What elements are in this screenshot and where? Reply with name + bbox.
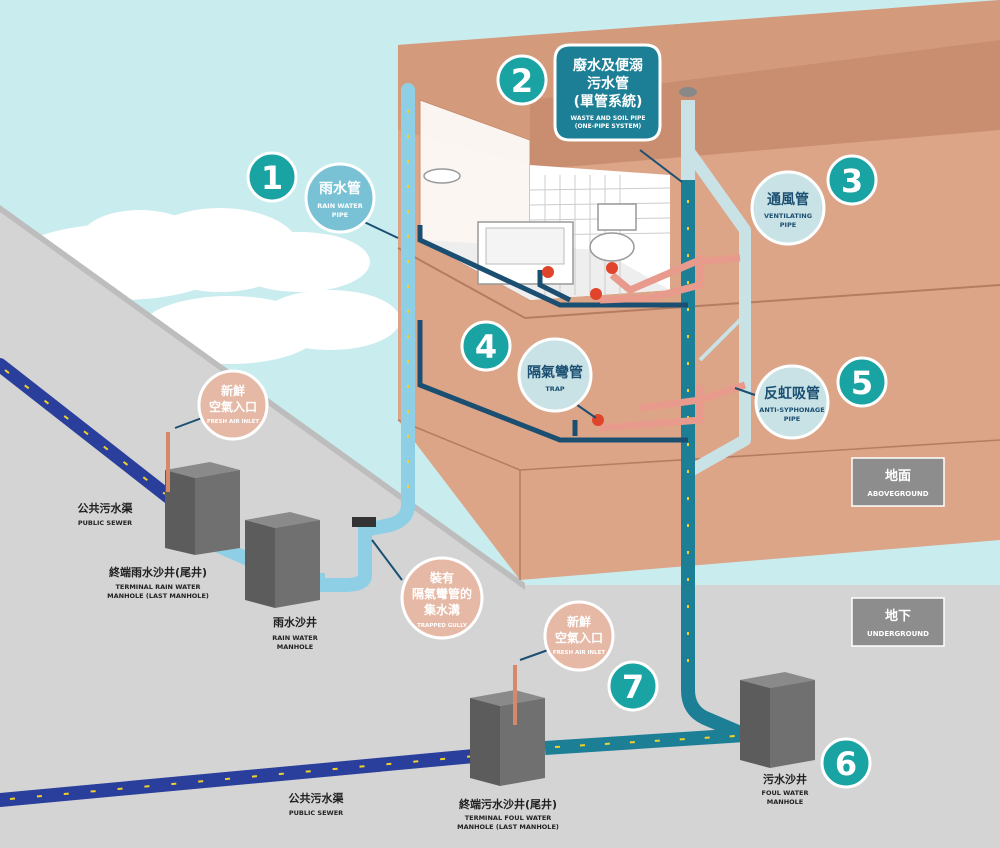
callout-6-en-1: FOUL WATER (762, 789, 809, 797)
callout-6-number: 6 (835, 745, 857, 783)
callout-5-anti-syphonage: 反虹吸管 ANTI-SYPHONAGE PIPE 5 (734, 356, 888, 440)
aboveground-en: ABOVEGROUND (867, 490, 928, 498)
sewer-left-en: PUBLIC SEWER (78, 519, 132, 527)
fresh-air-1-zh-2: 空氣入口 (209, 399, 257, 414)
terminal-rain-manhole (165, 462, 240, 555)
callout-2-waste-soil-pipe: 廢水及便溺 污水管 (單管系統) WASTE AND SOIL PIPE (ON… (496, 43, 683, 183)
public-sewer-left (0, 358, 177, 505)
public-sewer-bottom (0, 748, 492, 807)
callout-3-en-1: VENTILATING (764, 212, 812, 220)
fresh-air-2-en: FRESH AIR INLET (553, 650, 606, 656)
callout-1-en-2: PIPE (332, 211, 348, 219)
callout-2-zh-2: 污水管 (587, 75, 629, 92)
underground-zh: 地下 (885, 608, 911, 624)
callout-5-en-1: ANTI-SYPHONAGE (759, 406, 824, 414)
fresh-air-inlet-2: 新鮮 空氣入口 FRESH AIR INLET (519, 600, 615, 672)
callout-3-en-2: PIPE (780, 221, 796, 229)
callout-4-number: 4 (475, 328, 497, 366)
fresh-air-inlet-1: 新鮮 空氣入口 FRESH AIR INLET (174, 369, 269, 441)
foul-water-drain (544, 728, 746, 755)
fresh-air-2-zh-2: 空氣入口 (555, 630, 603, 645)
rain-manhole-en-2: MANHOLE (277, 643, 314, 651)
underground-box: 地下 UNDERGROUND (851, 597, 945, 647)
trapped-gully: 裝有 隔氣彎管的 集水溝 TRAPPED GULLY (371, 539, 484, 640)
terminal-rain-zh: 終端雨水沙井(尾井) (109, 565, 207, 579)
callout-2-zh-3: (單管系統) (574, 93, 643, 110)
sewer-left-zh: 公共污水渠 (78, 501, 134, 515)
callout-5-zh: 反虹吸管 (764, 385, 820, 402)
callout-7-en-1: TERMINAL FOUL WATER (465, 814, 552, 822)
callout-7-terminal-foul-manhole: 終端污水沙井(尾井) TERMINAL FOUL WATER MANHOLE (… (457, 660, 659, 831)
callout-3-ventilating-pipe: 通風管 VENTILATING PIPE 3 (750, 154, 878, 246)
terminal-rain-en-2: MANHOLE (LAST MANHOLE) (107, 592, 209, 600)
callout-4-zh: 隔氣彎管 (527, 364, 583, 381)
aboveground-zh: 地面 (885, 468, 911, 484)
sewer-bottom-en: PUBLIC SEWER (289, 809, 343, 817)
callout-5-number: 5 (851, 364, 873, 402)
callout-2-en-2: (ONE-PIPE SYSTEM) (575, 123, 642, 130)
callout-2-number: 2 (511, 62, 533, 100)
callout-5-en-2: PIPE (784, 415, 800, 423)
fresh-air-1-en: FRESH AIR INLET (207, 419, 260, 425)
callout-3-number: 3 (841, 162, 863, 200)
gully-zh-3: 集水溝 (423, 602, 460, 617)
callout-2-en-1: WASTE AND SOIL PIPE (570, 115, 645, 122)
rain-manhole (245, 512, 320, 608)
callout-4-en: TRAP (545, 385, 564, 393)
callout-7-en-2: MANHOLE (LAST MANHOLE) (457, 823, 559, 831)
gully-zh-1: 裝有 (429, 570, 454, 585)
callout-7-zh: 終端污水沙井(尾井) (459, 797, 557, 811)
callout-1-en-1: RAIN WATER (317, 202, 362, 210)
rain-manhole-zh: 雨水沙井 (273, 615, 317, 629)
callout-4-trap: 隔氣彎管 TRAP 4 (460, 320, 597, 419)
terminal-foul-manhole (470, 690, 545, 786)
gully-zh-2: 隔氣彎管的 (412, 586, 472, 601)
callout-6-foul-water-manhole: 污水沙井 FOUL WATER MANHOLE 6 (762, 737, 872, 806)
fresh-air-2-zh-1: 新鮮 (567, 614, 591, 629)
foul-water-manhole (740, 672, 815, 768)
callout-6-zh: 污水沙井 (763, 772, 807, 786)
sewer-bottom-zh: 公共污水渠 (289, 791, 345, 805)
callout-1-number: 1 (261, 159, 283, 197)
waste-soil-pipe (681, 100, 748, 742)
terminal-rain-en-1: TERMINAL RAIN WATER (115, 583, 200, 591)
gully-grate (352, 517, 376, 527)
label-public-sewer-left: 公共污水渠 PUBLIC SEWER (78, 501, 134, 527)
rain-manhole-en-1: RAIN WATER (272, 634, 317, 642)
branch-pipes (417, 225, 747, 443)
callout-2-zh-1: 廢水及便溺 (573, 57, 643, 74)
callout-6-en-2: MANHOLE (767, 798, 804, 806)
callout-1-zh: 雨水管 (319, 180, 361, 197)
fresh-air-1-zh-1: 新鮮 (221, 383, 245, 398)
aboveground-box: 地面 ABOVEGROUND (851, 457, 945, 507)
label-public-sewer-bottom: 公共污水渠 PUBLIC SEWER (289, 791, 345, 817)
label-rain-manhole: 雨水沙井 RAIN WATER MANHOLE (272, 615, 317, 651)
gully-en: TRAPPED GULLY (417, 623, 468, 629)
callout-7-number: 7 (622, 668, 644, 706)
underground-en: UNDERGROUND (867, 630, 929, 638)
callout-1-rain-water-pipe: 雨水管 RAIN WATER PIPE 1 (246, 151, 399, 239)
callout-3-zh: 通風管 (767, 191, 809, 208)
label-terminal-rain-manhole: 終端雨水沙井(尾井) TERMINAL RAIN WATER MANHOLE (… (107, 565, 209, 600)
